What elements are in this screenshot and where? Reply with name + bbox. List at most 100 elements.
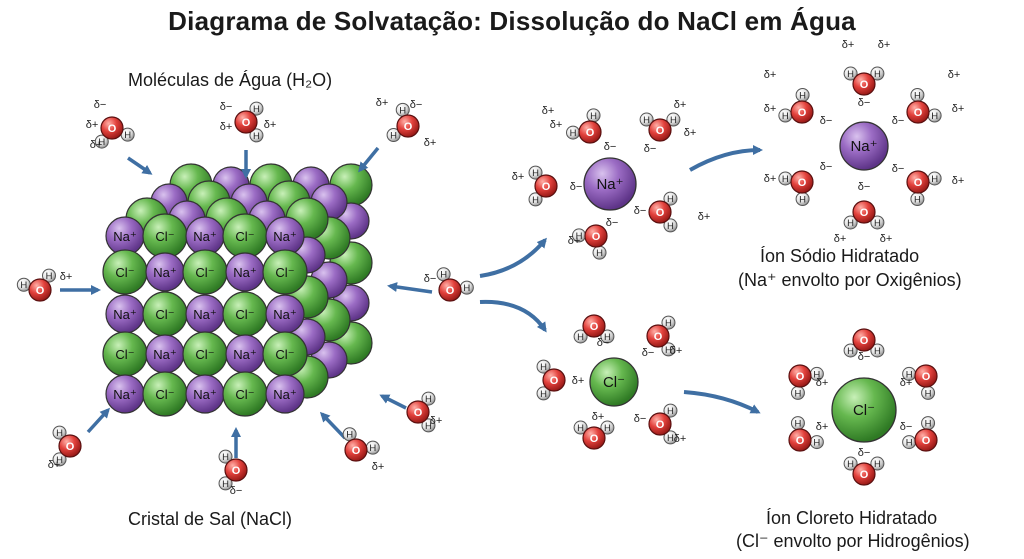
hydrated-chloride-label: Íon Cloreto Hidratado xyxy=(766,508,938,528)
partial-positive-label: δ+ xyxy=(220,121,233,133)
ion-label: Na⁺ xyxy=(273,307,296,322)
hydrogen-label: H xyxy=(925,419,932,430)
ion-label: Na⁺ xyxy=(153,347,176,362)
oxygen-label: O xyxy=(798,107,807,119)
ion-label: Na⁺ xyxy=(273,387,296,402)
hydrogen-label: H xyxy=(914,91,921,102)
partial-positive-label: δ+ xyxy=(816,377,829,389)
hydrogen-atom: H xyxy=(536,386,551,401)
sodium-ion: Na⁺ xyxy=(145,334,185,374)
oxygen-label: O xyxy=(414,407,423,419)
hydrogen-label: H xyxy=(794,388,801,399)
hydrogen-atom: H xyxy=(94,134,109,149)
hydrogen-atom: H xyxy=(843,215,858,230)
sodium-ion: Na⁺ xyxy=(265,294,305,334)
hydrogen-atom: H xyxy=(795,191,810,206)
oxygen-atom: O xyxy=(790,100,814,124)
hydrogen-atom: H xyxy=(663,191,678,206)
hydrogen-atom: H xyxy=(663,218,678,233)
chloride-ion: Cl⁻ xyxy=(222,371,268,417)
hydrogen-atom: H xyxy=(790,416,805,431)
hydrogen-label: H xyxy=(847,459,854,470)
partial-negative-label: δ− xyxy=(424,273,437,285)
hydrogen-atom: H xyxy=(661,315,676,330)
hydrogen-label: H xyxy=(782,111,789,122)
salt-crystal-label: Cristal de Sal (NaCl) xyxy=(128,509,293,529)
ion-label: Na⁺ xyxy=(233,265,256,280)
oxygen-atom: O xyxy=(58,434,82,458)
hydrogen-label: H xyxy=(440,270,447,281)
oxygen-atom: O xyxy=(906,100,930,124)
oxygen-atom: O xyxy=(852,200,876,224)
sodium-ion-center: Na⁺ xyxy=(583,157,637,211)
chloride-ion: Cl⁻ xyxy=(222,291,268,337)
hydrated-chloride-note: (Cl⁻ envolto por Hidrogênios) xyxy=(736,531,970,551)
hydrogen-atom: H xyxy=(573,329,588,344)
hydrogen-atom: H xyxy=(910,88,925,103)
hydrogen-label: H xyxy=(799,91,806,102)
partial-positive-label: δ+ xyxy=(952,103,965,115)
hydrogen-label: H xyxy=(794,419,801,430)
partial-positive-label: δ+ xyxy=(764,173,777,185)
partial-positive-label: δ+ xyxy=(568,235,581,247)
oxygen-label: O xyxy=(796,435,805,447)
hydrogen-label: H xyxy=(925,388,932,399)
sodium-ion: Na⁺ xyxy=(225,334,265,374)
hydrogen-label: H xyxy=(532,195,539,206)
ion-label: Cl⁻ xyxy=(275,347,294,362)
ion-label: Na⁺ xyxy=(850,138,877,155)
hydrogen-label: H xyxy=(570,128,577,139)
oxygen-label: O xyxy=(242,117,251,129)
ion-label: Cl⁻ xyxy=(235,229,254,244)
hydrogen-label: H xyxy=(813,438,820,449)
hydrogen-atom: H xyxy=(249,128,264,143)
hydrated-sodium-label: Íon Sódio Hidratado xyxy=(760,246,920,266)
hydrogen-atom: H xyxy=(843,456,858,471)
hydrogen-label: H xyxy=(577,423,584,434)
ion-label: Na⁺ xyxy=(113,387,136,402)
oxygen-label: O xyxy=(446,285,455,297)
hydrogen-atom: H xyxy=(927,171,942,186)
hydrogen-label: H xyxy=(463,283,470,294)
oxygen-atom: O xyxy=(584,224,608,248)
hydrogen-label: H xyxy=(667,406,674,417)
ion-label: Cl⁻ xyxy=(603,374,625,391)
oxygen-atom: O xyxy=(914,428,938,452)
oxygen-atom: O xyxy=(542,368,566,392)
hydrogen-label: H xyxy=(124,130,131,141)
oxygen-atom: O xyxy=(438,278,462,302)
chloride-ion-center: Cl⁻ xyxy=(589,357,639,407)
hydrogen-atom: H xyxy=(16,277,31,292)
hydrogen-label: H xyxy=(540,389,547,400)
arrows-layer xyxy=(60,145,763,458)
oxygen-atom: O xyxy=(582,314,606,338)
chloride-ion: Cl⁻ xyxy=(182,331,228,377)
arrow xyxy=(479,299,547,333)
partial-positive-label: δ+ xyxy=(834,233,847,245)
hydrogen-label: H xyxy=(576,231,583,242)
oxygen-label: O xyxy=(914,107,923,119)
partial-positive-label: δ+ xyxy=(948,69,961,81)
oxygen-atom: O xyxy=(224,458,248,482)
hydrogen-atom: H xyxy=(663,403,678,418)
water-molecules-label: Moléculas de Água (H₂O) xyxy=(128,70,333,90)
hydrogen-atom: H xyxy=(639,112,654,127)
partial-negative-label: δ− xyxy=(230,485,243,497)
hydrogen-atom: H xyxy=(586,108,601,123)
partial-negative-label: δ− xyxy=(858,97,871,109)
partial-positive-label: δ+ xyxy=(48,459,61,471)
hydrogen-atom: H xyxy=(566,125,581,140)
partial-negative-label: δ− xyxy=(900,421,913,433)
